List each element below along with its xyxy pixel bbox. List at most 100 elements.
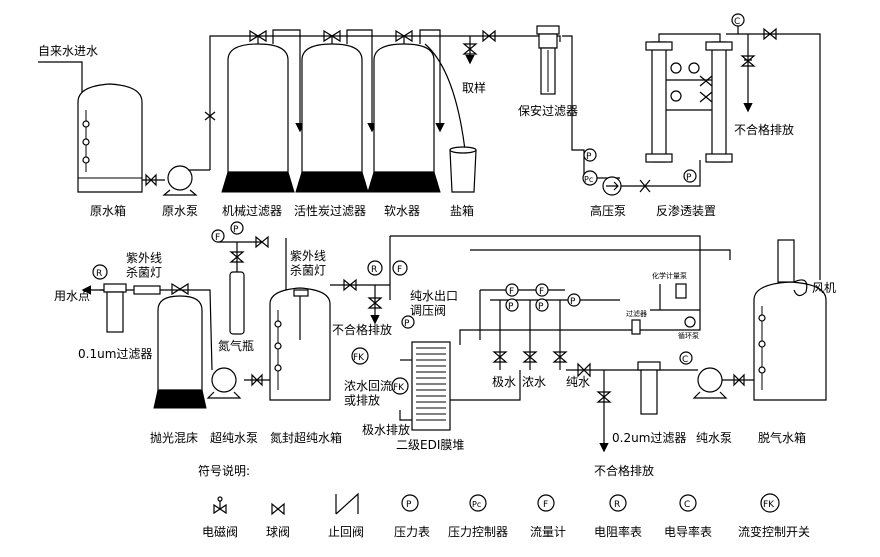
svg-text:P: P xyxy=(538,302,544,312)
resistivity-meter-icon: R xyxy=(609,494,627,512)
legend-label-resistivity: 电阻率表 xyxy=(594,524,642,539)
conc-return-label: 浓水回流或排放 xyxy=(344,379,392,407)
salt-box-label: 盐箱 xyxy=(450,203,474,218)
svg-text:F: F xyxy=(397,265,402,275)
pure-water-label: 纯水 xyxy=(566,375,590,389)
ball-valve-icon xyxy=(271,502,285,516)
ball-valve-icon xyxy=(145,173,157,187)
nitrogen-bottle xyxy=(218,241,262,335)
svg-text:Pc: Pc xyxy=(584,175,593,184)
reverse-osmosis-unit xyxy=(645,33,733,163)
polishing-mixed-bed xyxy=(153,282,207,409)
filter-01um xyxy=(103,283,127,333)
uv-lamp xyxy=(133,285,161,295)
raw-water-pump xyxy=(162,165,210,196)
resistivity-meter-icon: R xyxy=(367,260,383,276)
pressure-controller-icon: Pc xyxy=(469,494,487,512)
legend-label-solenoid: 电磁阀 xyxy=(202,524,238,539)
svg-text:P: P xyxy=(686,173,692,183)
svg-text:FK: FK xyxy=(763,500,775,510)
svg-text:Pc: Pc xyxy=(472,500,481,509)
degas-tank-label: 脱气水箱 xyxy=(758,430,806,445)
pole-water-label: 极水 xyxy=(492,375,516,389)
mech-filter-label: 机械过滤器 xyxy=(222,203,282,218)
tap-water-in-label: 自来水进水 xyxy=(38,44,98,58)
sealed-tank-label: 氮封超纯水箱 xyxy=(270,430,342,445)
reject-drain-mid-label: 不合格排放 xyxy=(332,322,392,337)
pressure-gauge-icon: P xyxy=(401,494,419,512)
svg-text:FK: FK xyxy=(353,353,365,363)
flow-switch-icon: FK xyxy=(760,493,780,513)
high-pressure-pump xyxy=(602,176,622,196)
security-filter-label: 保安过滤器 xyxy=(518,103,578,118)
mechanical-filter xyxy=(221,29,305,193)
svg-text:P: P xyxy=(406,500,412,510)
chem-dosing-label: 化学计量泵 xyxy=(652,271,687,280)
pressure-gauge-icon: P xyxy=(567,293,581,307)
solenoid-valve-icon xyxy=(213,496,227,515)
flow-meter-icon: F xyxy=(505,283,519,297)
raw-water-tank xyxy=(77,83,143,193)
legend-label-flow-switch: 流变控制开关 xyxy=(738,524,810,539)
pressure-gauge-icon: P xyxy=(583,148,597,162)
nitrogen-bottle-label: 氮气瓶 xyxy=(218,338,254,353)
circ-pump-label: 循环泵 xyxy=(678,331,699,340)
legend-label-flow: 流量计 xyxy=(530,525,566,539)
pure-out-valve-label: 纯水出口调压阀 xyxy=(410,289,458,317)
pressure-gauge-icon: P xyxy=(401,315,415,329)
flow-switch-icon: FK xyxy=(391,377,409,395)
svg-text:R: R xyxy=(614,500,620,510)
svg-text:P: P xyxy=(570,297,576,307)
svg-text:P: P xyxy=(586,152,592,162)
nitrogen-sealed-tank xyxy=(269,287,331,401)
security-filter xyxy=(536,25,560,95)
softener-label: 软水器 xyxy=(384,204,420,218)
carbon-filter-label: 活性炭过滤器 xyxy=(294,204,366,218)
pole-drain-label: 极水排放 xyxy=(362,422,410,437)
ultra-pump-label: 超纯水泵 xyxy=(210,430,258,445)
flow-meter-icon: F xyxy=(392,260,408,276)
conc-water-label: 浓水 xyxy=(522,375,546,389)
raw-pump-label: 原水泵 xyxy=(162,204,198,218)
use-point-label: 用水点 xyxy=(54,289,90,303)
small-filter-label: 过滤器 xyxy=(626,309,647,318)
svg-text:FK: FK xyxy=(393,383,405,393)
ultra-pure-pump xyxy=(206,367,242,399)
svg-text:P: P xyxy=(508,302,514,312)
resistivity-meter-icon: R xyxy=(92,264,108,280)
svg-text:C: C xyxy=(684,500,690,510)
filter-02-label: 0.2um过滤器 xyxy=(612,431,686,445)
edi-membrane-stack xyxy=(411,341,451,431)
conductivity-meter-icon: C xyxy=(679,351,693,365)
edi-stack-label: 二级EDI膜堆 xyxy=(396,438,464,452)
degas-tank xyxy=(753,239,827,401)
check-valve-icon xyxy=(204,111,216,121)
filter-01-label: 0.1um过滤器 xyxy=(78,347,152,361)
softener xyxy=(367,29,466,193)
svg-text:R: R xyxy=(96,269,102,279)
fan-label: 风机 xyxy=(812,281,836,295)
legend-label-ball: 球阀 xyxy=(266,525,290,539)
carbon-filter xyxy=(295,29,377,193)
svg-text:C: C xyxy=(734,17,740,27)
salt-box xyxy=(449,146,477,193)
uv-mid-label: 紫外线杀菌灯 xyxy=(290,249,326,277)
pure-pump-label: 纯水泵 xyxy=(696,431,732,445)
pressure-gauge-icon: P xyxy=(535,298,549,312)
reject-drain-top-label: 不合格排放 xyxy=(734,122,794,137)
legend-title: 符号说明: xyxy=(198,463,250,478)
polish-bed-label: 抛光混床 xyxy=(150,430,198,445)
conductivity-meter-icon: C xyxy=(731,13,745,27)
reject-drain-bottom-label: 不合格排放 xyxy=(594,463,654,478)
high-pump-label: 高压泵 xyxy=(590,203,626,218)
legend-label-pressure: 压力表 xyxy=(394,525,430,539)
svg-text:R: R xyxy=(371,265,377,275)
flow-meter-icon: F xyxy=(535,283,549,297)
conductivity-meter-icon: C xyxy=(679,494,697,512)
raw-tank-label: 原水箱 xyxy=(90,203,126,218)
filter-02um xyxy=(637,361,661,415)
pressure-gauge-icon: P xyxy=(683,169,697,183)
sampling-label: 取样 xyxy=(462,80,486,95)
pressure-gauge-icon: P xyxy=(505,298,519,312)
